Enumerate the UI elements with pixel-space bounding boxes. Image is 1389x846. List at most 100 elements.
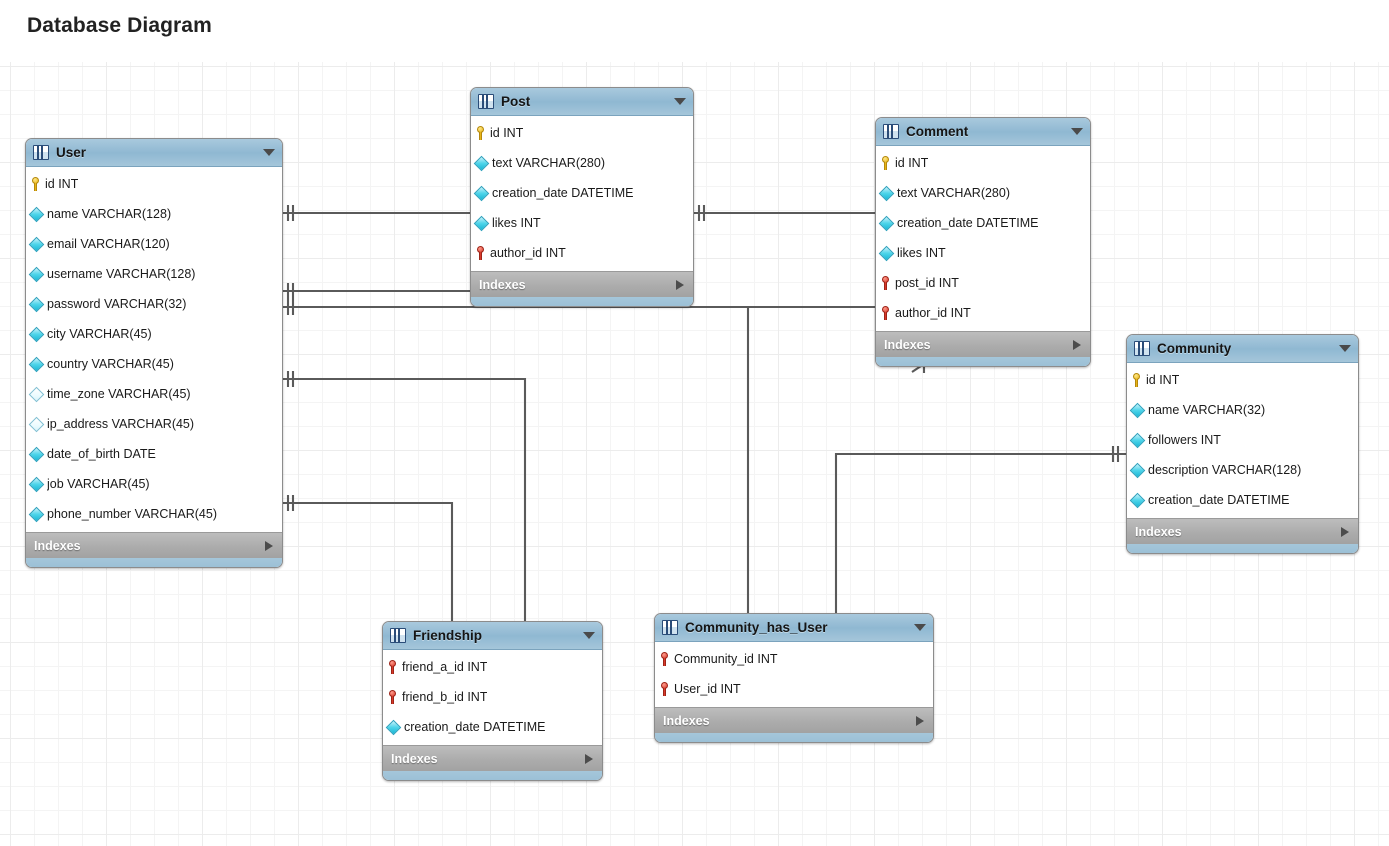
column-label: description VARCHAR(128) xyxy=(1148,463,1302,477)
column-row[interactable]: password VARCHAR(32) xyxy=(26,289,282,319)
column-row[interactable]: creation_date DATETIME xyxy=(471,178,693,208)
triangle-right-icon[interactable] xyxy=(585,753,593,764)
column-row[interactable]: id INT xyxy=(471,118,693,148)
diamond-icon xyxy=(1129,402,1146,418)
table-title: Post xyxy=(501,94,531,109)
table-title: Friendship xyxy=(413,628,483,643)
indexes-section-comment[interactable]: Indexes xyxy=(876,331,1090,357)
column-row[interactable]: name VARCHAR(32) xyxy=(1127,395,1358,425)
column-row[interactable]: creation_date DATETIME xyxy=(876,208,1090,238)
table-header-comment[interactable]: Comment xyxy=(876,118,1090,146)
diamond-icon xyxy=(878,215,895,231)
key-icon-red xyxy=(388,660,397,674)
diamond-icon xyxy=(28,206,45,222)
table-header-user[interactable]: User xyxy=(26,139,282,167)
column-row[interactable]: Community_id INT xyxy=(655,644,933,674)
table-footer-strip xyxy=(471,297,693,306)
column-row[interactable]: author_id INT xyxy=(876,298,1090,328)
triangle-right-icon[interactable] xyxy=(1073,339,1081,350)
column-list: friend_a_id INT friend_b_id INT creation… xyxy=(383,650,602,745)
triangle-right-icon[interactable] xyxy=(265,540,273,551)
column-row[interactable]: phone_number VARCHAR(45) xyxy=(26,499,282,529)
column-row[interactable]: id INT xyxy=(1127,365,1358,395)
table-footer-strip xyxy=(26,558,282,567)
column-row[interactable]: id INT xyxy=(26,169,282,199)
diagram-canvas[interactable]: User id INT name VARCHAR(128) email VARC… xyxy=(0,62,1389,846)
column-row[interactable]: username VARCHAR(128) xyxy=(26,259,282,289)
column-label: name VARCHAR(32) xyxy=(1148,403,1266,417)
column-row[interactable]: author_id INT xyxy=(471,238,693,268)
column-row[interactable]: text VARCHAR(280) xyxy=(876,178,1090,208)
column-label: city VARCHAR(45) xyxy=(47,327,152,341)
indexes-section-user[interactable]: Indexes xyxy=(26,532,282,558)
table-footer-strip xyxy=(876,357,1090,366)
chevron-down-icon[interactable] xyxy=(674,98,686,105)
column-label: creation_date DATETIME xyxy=(404,720,546,734)
column-row[interactable]: post_id INT xyxy=(876,268,1090,298)
column-label: id INT xyxy=(895,156,929,170)
column-row[interactable]: text VARCHAR(280) xyxy=(471,148,693,178)
column-row[interactable]: User_id INT xyxy=(655,674,933,704)
column-label: id INT xyxy=(490,126,524,140)
table-user[interactable]: User id INT name VARCHAR(128) email VARC… xyxy=(25,138,283,568)
table-header-friendship[interactable]: Friendship xyxy=(383,622,602,650)
key-icon xyxy=(31,177,40,191)
column-label: Community_id INT xyxy=(674,652,778,666)
table-title: Community xyxy=(1157,341,1232,356)
column-row[interactable]: id INT xyxy=(876,148,1090,178)
column-row[interactable]: followers INT xyxy=(1127,425,1358,455)
indexes-section-friendship[interactable]: Indexes xyxy=(383,745,602,771)
column-label: password VARCHAR(32) xyxy=(47,297,187,311)
chevron-down-icon[interactable] xyxy=(1339,345,1351,352)
diamond-icon xyxy=(28,296,45,312)
column-row[interactable]: city VARCHAR(45) xyxy=(26,319,282,349)
chevron-down-icon[interactable] xyxy=(583,632,595,639)
column-row[interactable]: date_of_birth DATE xyxy=(26,439,282,469)
table-icon xyxy=(33,145,49,160)
table-header-post[interactable]: Post xyxy=(471,88,693,116)
table-title: User xyxy=(56,145,87,160)
column-label: username VARCHAR(128) xyxy=(47,267,196,281)
column-row[interactable]: country VARCHAR(45) xyxy=(26,349,282,379)
triangle-right-icon[interactable] xyxy=(916,715,924,726)
column-row[interactable]: time_zone VARCHAR(45) xyxy=(26,379,282,409)
indexes-section-community-has-user[interactable]: Indexes xyxy=(655,707,933,733)
column-row[interactable]: likes INT xyxy=(876,238,1090,268)
key-icon-red xyxy=(881,306,890,320)
column-label: id INT xyxy=(1146,373,1180,387)
column-row[interactable]: friend_b_id INT xyxy=(383,682,602,712)
chevron-down-icon[interactable] xyxy=(263,149,275,156)
triangle-right-icon[interactable] xyxy=(1341,526,1349,537)
diamond-icon xyxy=(473,215,490,231)
column-label: email VARCHAR(120) xyxy=(47,237,170,251)
table-title: Community_has_User xyxy=(685,620,828,635)
column-row[interactable]: creation_date DATETIME xyxy=(383,712,602,742)
column-row[interactable]: email VARCHAR(120) xyxy=(26,229,282,259)
triangle-right-icon[interactable] xyxy=(676,279,684,290)
column-label: post_id INT xyxy=(895,276,959,290)
chevron-down-icon[interactable] xyxy=(914,624,926,631)
column-row[interactable]: likes INT xyxy=(471,208,693,238)
table-post[interactable]: Post id INT text VARCHAR(280) creation_d… xyxy=(470,87,694,307)
table-community[interactable]: Community id INT name VARCHAR(32) follow… xyxy=(1126,334,1359,554)
indexes-label: Indexes xyxy=(884,337,931,352)
column-label: text VARCHAR(280) xyxy=(492,156,605,170)
column-row[interactable]: description VARCHAR(128) xyxy=(1127,455,1358,485)
column-row[interactable]: job VARCHAR(45) xyxy=(26,469,282,499)
chevron-down-icon[interactable] xyxy=(1071,128,1083,135)
table-footer-strip xyxy=(1127,544,1358,553)
column-row[interactable]: creation_date DATETIME xyxy=(1127,485,1358,515)
indexes-section-community[interactable]: Indexes xyxy=(1127,518,1358,544)
table-header-community-has-user[interactable]: Community_has_User xyxy=(655,614,933,642)
relationship-connectors xyxy=(281,203,1126,680)
column-row[interactable]: name VARCHAR(128) xyxy=(26,199,282,229)
table-comment[interactable]: Comment id INT text VARCHAR(280) creatio… xyxy=(875,117,1091,367)
indexes-section-post[interactable]: Indexes xyxy=(471,271,693,297)
column-row[interactable]: friend_a_id INT xyxy=(383,652,602,682)
diamond-icon xyxy=(28,446,45,462)
column-label: name VARCHAR(128) xyxy=(47,207,172,221)
table-community-has-user[interactable]: Community_has_User Community_id INT User… xyxy=(654,613,934,743)
table-friendship[interactable]: Friendship friend_a_id INT friend_b_id I… xyxy=(382,621,603,781)
column-row[interactable]: ip_address VARCHAR(45) xyxy=(26,409,282,439)
table-header-community[interactable]: Community xyxy=(1127,335,1358,363)
